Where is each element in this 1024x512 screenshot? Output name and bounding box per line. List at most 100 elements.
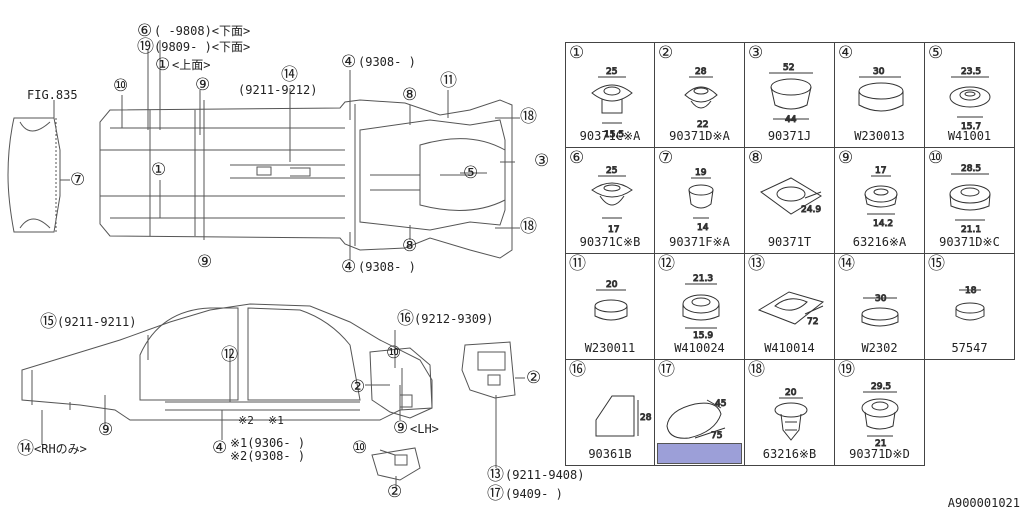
dim-label: 72: [807, 317, 818, 327]
part-cell[interactable]: ⑤ 23.5 15.7 W41001: [925, 42, 1015, 148]
part-cell[interactable]: ③ 52 44 90371J: [745, 42, 835, 148]
part-number: ⑧: [748, 148, 764, 168]
dim-label: 44: [785, 115, 797, 125]
part-cell[interactable]: ② 28 22 90371D※A: [655, 42, 745, 148]
part-number: ①: [569, 43, 585, 63]
grommet-icon: 28 22: [684, 67, 718, 131]
mark-1-small: ※1: [268, 414, 284, 427]
label-17-date: (9409- ): [505, 487, 563, 501]
part-cell[interactable]: ⑬ 72 W410014: [745, 254, 835, 360]
label-14-rh: <RHのみ>: [34, 442, 87, 456]
part-code: 90371C※A: [579, 129, 641, 143]
part-cell[interactable]: ⑲ 29.5 21 90371D※D: [835, 360, 925, 466]
part-cell[interactable]: ⑱ 20 63216※B: [745, 360, 835, 466]
label-16-date: (9212-9309): [414, 312, 494, 326]
callout-17: ⑰: [487, 484, 504, 504]
part-cell[interactable]: ⑭ 30 W2302: [835, 254, 925, 360]
callout-11: ⑪: [440, 71, 457, 91]
label-14-date: (9211-9212): [238, 83, 318, 97]
callout-4-side: ④: [212, 438, 228, 458]
part-code: 90361B: [588, 447, 632, 461]
label-9-lh: <LH>: [410, 422, 439, 436]
part-cell[interactable]: ① 25 15.5 90371C※A: [565, 42, 655, 148]
part-cell[interactable]: ⑰ 45 75: [655, 360, 745, 466]
dim-label: 21: [875, 439, 886, 449]
callout-10-top: ⑩: [113, 76, 129, 96]
part-cell[interactable]: ④ 30 W230013: [835, 42, 925, 148]
grommet-icon: 25 15.5: [591, 67, 633, 141]
callout-4-top: ④: [341, 52, 357, 72]
part-code: 90371C※B: [579, 235, 641, 249]
dim-label: 17: [608, 225, 619, 235]
callout-10-side: ⑩: [386, 343, 402, 363]
label-1-top: <上面>: [172, 58, 211, 72]
part-code: W41001: [947, 129, 992, 143]
vehicle-diagram: FIG.835 ⑦ ⑥ ( -9808)<下面> ⑲ (9809- )<下面> …: [7, 21, 584, 504]
part-code: 90371F※A: [669, 235, 730, 249]
parts-grid: ① 25 15.5 90371C※A ② 28 22 90371D※A ③ 52…: [565, 42, 1015, 466]
part-cell[interactable]: ⑯ 28 90361B: [565, 360, 655, 466]
oval-pad-icon: 45 75: [666, 399, 727, 442]
callout-13: ⑬: [487, 465, 504, 485]
part-code: 63216※B: [762, 447, 817, 461]
dim-label: 21.3: [693, 274, 713, 284]
part-cell[interactable]: ⑪ 20 W230011: [565, 254, 655, 360]
callout-9-mid: ⑨: [197, 252, 213, 272]
part-number: ⑱: [748, 360, 765, 380]
fig-ref: FIG.835: [27, 88, 78, 102]
callout-18-top: ⑱: [520, 107, 537, 127]
cap-plug-icon: 52 44: [769, 63, 813, 126]
part-code: W2302: [861, 341, 898, 355]
callout-6: ⑥: [137, 21, 153, 41]
dim-label: 17: [875, 166, 886, 176]
dim-label: 20: [785, 388, 797, 398]
callout-8-bottom: ⑧: [402, 236, 418, 256]
part-number: ④: [838, 43, 854, 63]
callout-12: ⑫: [221, 345, 238, 365]
dim-label: 52: [783, 63, 794, 73]
callout-2-side: ②: [350, 377, 366, 397]
dim-label: 24.9: [801, 205, 821, 215]
part-number: ⑨: [838, 148, 854, 168]
grommet-icon: 17 14.2: [864, 166, 898, 230]
label-13-date: (9211-9408): [505, 468, 585, 482]
dim-label: 30: [873, 67, 885, 77]
part-code: 90371D※C: [939, 235, 1000, 249]
part-cell[interactable]: ⑫ 21.3 15.9 W410024: [655, 254, 745, 360]
callout-7: ⑦: [70, 170, 86, 190]
dim-label: 28: [640, 413, 652, 423]
part-cell[interactable]: ⑩ 28.5 21.1 90371D※C: [925, 148, 1015, 254]
label-6-date: ( -9808)<下面>: [154, 24, 251, 38]
grommet-icon: 21.3 15.9: [682, 274, 720, 342]
clip-icon: 20: [774, 388, 808, 441]
callout-9-lh: ⑨: [393, 418, 409, 438]
part-code: 63216※A: [852, 235, 907, 249]
part-code: 90371D※A: [669, 129, 730, 143]
dim-label: 14: [697, 223, 709, 233]
part-cell[interactable]: ⑥ 25 17 90371C※B: [565, 148, 655, 254]
callout-14-rh: ⑭: [17, 439, 34, 459]
dim-label: 19: [695, 168, 707, 178]
vehicle-line-art: [7, 40, 525, 488]
callout-19: ⑲: [137, 37, 154, 57]
mark-2-small: ※2: [238, 414, 254, 427]
dim-label: 28.5: [961, 164, 981, 174]
dim-label: 29.5: [871, 382, 891, 392]
part-cell[interactable]: ⑦ 19 14 90371F※A: [655, 148, 745, 254]
part-number: ⑭: [838, 254, 855, 274]
grommet-icon: 25 17: [591, 166, 633, 236]
dim-label: 23.5: [961, 67, 981, 77]
part-number: ⑩: [928, 148, 944, 168]
part-code: W410024: [674, 341, 725, 355]
dim-label: 18: [965, 286, 977, 296]
callout-3: ③: [534, 151, 550, 171]
part-code: W230011: [584, 341, 636, 355]
part-number: ③: [748, 43, 764, 63]
part-number: ⑯: [569, 360, 586, 380]
part-cell[interactable]: ⑧ 24.9 90371T: [745, 148, 835, 254]
tape-patch-icon: 30: [861, 294, 899, 327]
callout-15: ⑮: [40, 312, 57, 332]
selected-highlight[interactable]: [657, 443, 742, 464]
part-cell[interactable]: ⑮ 18 57547: [925, 254, 1015, 360]
part-cell[interactable]: ⑨ 17 14.2 63216※A: [835, 148, 925, 254]
